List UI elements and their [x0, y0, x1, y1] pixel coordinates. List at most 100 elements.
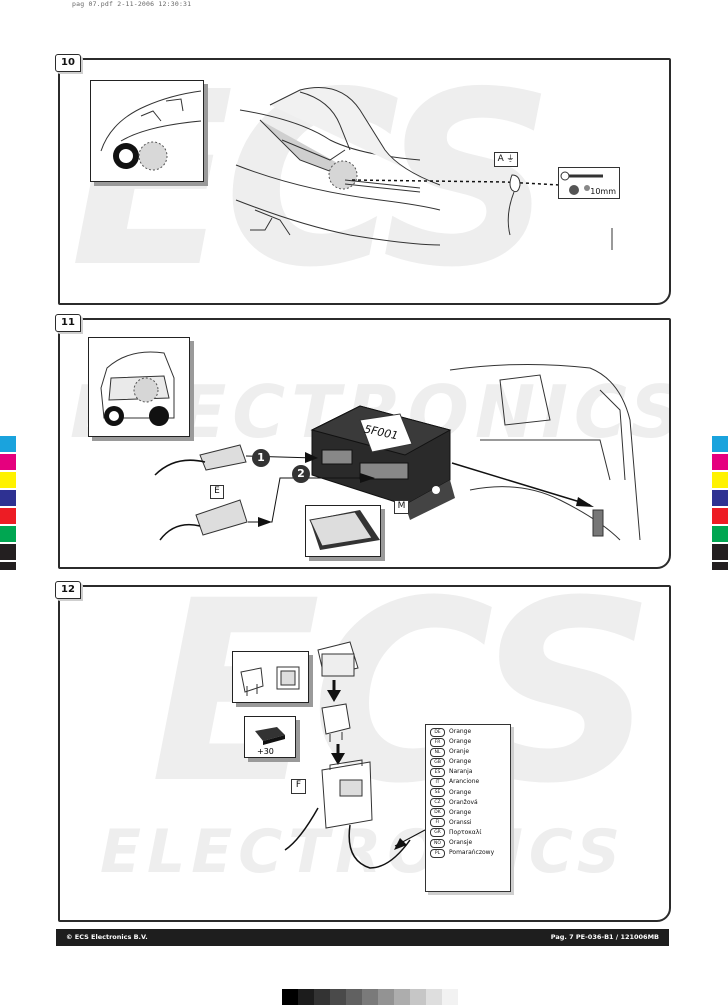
- list-item: NL Oranje: [426, 747, 510, 757]
- color-swatch-green: [0, 526, 16, 542]
- list-item: GB Orange: [426, 757, 510, 767]
- step-10-tab: 10: [55, 54, 81, 72]
- ground-icon: ⏚: [503, 154, 515, 163]
- footer-bar: © ECS Electronics B.V. Pag. 7 PE-036-B1 …: [56, 929, 669, 946]
- lang-name: Orange: [449, 808, 472, 816]
- fuse-icon: [240, 666, 300, 696]
- lang-name: Orange: [449, 788, 472, 796]
- lang-code: DK: [430, 808, 445, 818]
- gray-swatch: [442, 989, 458, 1005]
- lang-code: DE: [430, 727, 445, 737]
- list-item: ES Naranja: [426, 767, 510, 777]
- list-item: NO Oransje: [426, 838, 510, 848]
- lang-name: Πορτοκαλί: [449, 828, 482, 836]
- watermark-ecs-2: ECS: [150, 585, 655, 838]
- list-item: DK Orange: [426, 808, 510, 818]
- lang-code: GR: [430, 828, 445, 838]
- list-item: DE Orange: [426, 727, 510, 737]
- lang-name: Orange: [449, 728, 472, 735]
- color-swatch-black: [712, 544, 728, 560]
- lang-name: Orange: [449, 738, 472, 746]
- footer-copyright: © ECS Electronics B.V.: [66, 933, 148, 941]
- label-a-text: A: [497, 154, 504, 164]
- gray-swatch: [298, 989, 314, 1005]
- color-swatch-red: [0, 508, 16, 524]
- color-swatch-cyan: [712, 436, 728, 452]
- lang-name: Pomarańczowy: [449, 849, 495, 857]
- lang-name: Arancione: [449, 778, 480, 786]
- step-11-thumbnail: [88, 337, 190, 437]
- fuse-options-box: [232, 651, 309, 703]
- list-item: SE Orange: [426, 788, 510, 798]
- footer-page-ref: Pag. 7 PE-036-B1 / 121006MB: [550, 933, 659, 941]
- lang-code: PL: [430, 848, 445, 858]
- step-10-thumbnail: [90, 80, 204, 182]
- relay-plus30-box: +30: [244, 716, 296, 758]
- watermark-electronics-2: ELECTRONICS: [100, 817, 627, 887]
- lang-code: IT: [430, 777, 445, 787]
- gray-swatch: [394, 989, 410, 1005]
- file-meta: pag 07.pdf 2-11-2006 12:30:31: [72, 0, 192, 8]
- label-a-ground: A ⏚: [494, 152, 518, 167]
- lang-name: Oranssi: [449, 818, 472, 826]
- gray-swatch: [362, 989, 378, 1005]
- step-12-tab: 12: [55, 581, 81, 599]
- car-rear-drawing: [100, 351, 175, 426]
- label-f: F: [291, 779, 306, 794]
- lang-name: Oransje: [449, 839, 473, 847]
- gray-swatch: [410, 989, 426, 1005]
- step-11-tab: 11: [55, 314, 81, 332]
- color-swatch-yellow: [712, 472, 728, 488]
- plus30-text: +30: [257, 747, 274, 756]
- relay-icon: [255, 727, 285, 745]
- label-m: M: [394, 500, 409, 514]
- color-swatch-yellow: [0, 472, 16, 488]
- velcro-thumbnail: [305, 505, 381, 557]
- connector-2-marker: 2: [292, 465, 310, 483]
- color-swatch-black-2: [0, 562, 16, 570]
- color-translation-list: DE Orange FR Orange NL Oranje GB Orange ES Na…: [425, 724, 511, 892]
- color-swatch-green: [712, 526, 728, 542]
- gray-swatch: [330, 989, 346, 1005]
- lang-name: Oranžová: [449, 798, 478, 806]
- list-item: GR Πορτοκαλί: [426, 828, 510, 838]
- gray-swatch: [346, 989, 362, 1005]
- lang-code: GB: [430, 757, 445, 767]
- color-swatch-black-2: [712, 562, 728, 570]
- gray-swatch: [426, 989, 442, 1005]
- color-swatch-magenta: [0, 454, 16, 470]
- lang-name: Oranje: [449, 748, 470, 756]
- wrench-size-box: 10mm: [558, 167, 620, 199]
- color-swatch-blue: [712, 490, 728, 506]
- lang-name: Naranja: [449, 768, 473, 776]
- wrench-icon: [560, 171, 603, 195]
- lang-code: NL: [430, 747, 445, 757]
- car-front-wheel-drawing: [100, 90, 202, 171]
- gray-swatch: [378, 989, 394, 1005]
- wrench-size-text: 10mm: [590, 187, 616, 196]
- color-swatch-magenta: [712, 454, 728, 470]
- list-item: FI Oranssi: [426, 818, 510, 828]
- list-item: IT Arancione: [426, 777, 510, 787]
- color-swatch-cyan: [0, 436, 16, 452]
- lang-code: SE: [430, 788, 445, 798]
- list-item: PL Pomarańczowy: [426, 848, 510, 858]
- lang-code: NO: [430, 838, 445, 848]
- list-item: CZ Oranžová: [426, 798, 510, 808]
- lang-code: FR: [430, 737, 445, 747]
- label-e: E: [210, 485, 224, 499]
- list-item: FR Orange: [426, 737, 510, 747]
- lang-code: ES: [430, 767, 445, 777]
- color-swatch-black: [0, 544, 16, 560]
- gray-swatch: [282, 989, 298, 1005]
- lang-code: CZ: [430, 798, 445, 808]
- gray-swatch: [314, 989, 330, 1005]
- lang-code: FI: [430, 818, 445, 828]
- color-swatch-red: [712, 508, 728, 524]
- lang-name: Orange: [449, 758, 472, 766]
- lang-rows: DE Orange FR Orange NL Oranje GB Orange ES Na…: [426, 725, 510, 858]
- color-swatch-blue: [0, 490, 16, 506]
